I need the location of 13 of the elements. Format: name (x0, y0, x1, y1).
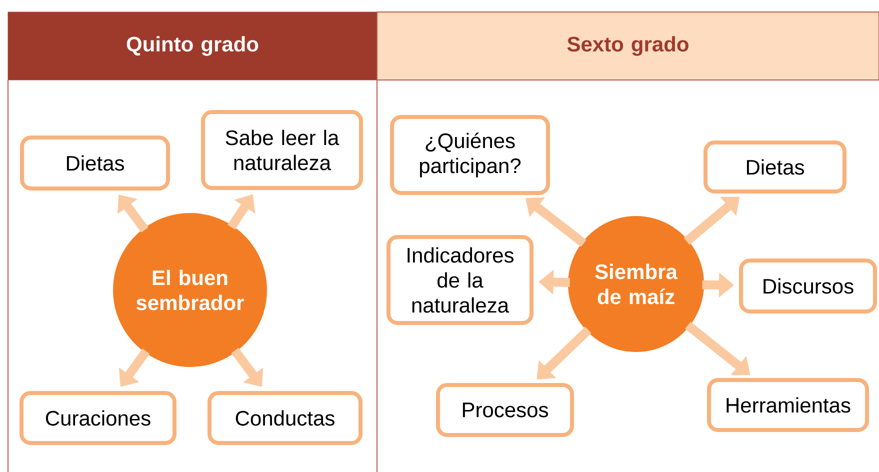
topic-box: Conductas (208, 391, 362, 445)
topic-box: Dietas (20, 136, 170, 190)
arrow (536, 326, 592, 380)
header-band: Quinto grado (8, 12, 378, 80)
topic-box: ¿Quiénes participan? (390, 115, 550, 195)
topic-box: Discursos (739, 258, 877, 314)
topic-box: Dietas (704, 140, 846, 194)
topic-box: Curaciones (20, 391, 176, 445)
topic-box: Indicadores de la naturaleza (386, 235, 534, 325)
header-band: Sexto grado (376, 12, 879, 80)
topic-box: Procesos (436, 383, 574, 437)
topic-box: Herramientas (707, 378, 869, 432)
topic-box: Sabe leer la naturaleza (201, 110, 363, 190)
